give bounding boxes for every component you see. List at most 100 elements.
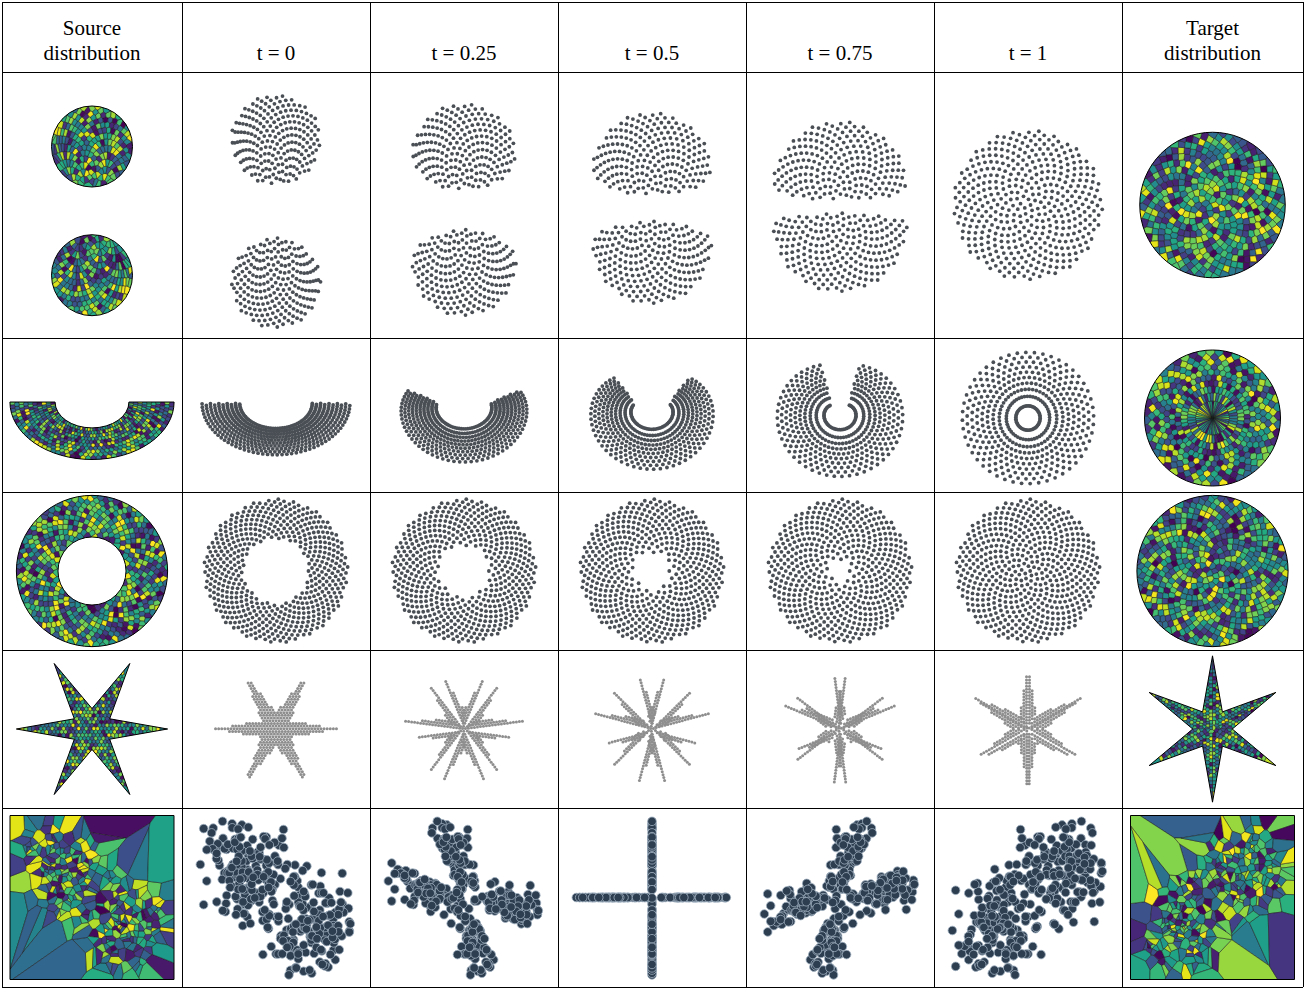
- particle: [284, 248, 288, 252]
- particle: [458, 147, 462, 151]
- particle: [287, 287, 291, 291]
- particle: [287, 312, 291, 316]
- particle: [608, 185, 612, 189]
- particle: [292, 307, 296, 311]
- particle: [298, 254, 302, 258]
- particle: [619, 164, 623, 168]
- particle: [258, 275, 262, 279]
- particle: [295, 316, 299, 320]
- particle: [458, 274, 462, 278]
- particle: [255, 258, 259, 262]
- particle: [495, 165, 499, 169]
- particle: [615, 248, 619, 252]
- particle: [270, 299, 274, 303]
- particle: [467, 145, 471, 149]
- particle: [420, 251, 424, 255]
- voronoi-cell: [111, 98, 121, 119]
- particle: [294, 133, 298, 137]
- particle: [278, 138, 282, 142]
- particle: [658, 224, 662, 228]
- particle: [417, 162, 421, 166]
- particle: [460, 238, 464, 242]
- particle: [644, 257, 648, 261]
- particle: [480, 270, 484, 274]
- particle: [442, 306, 446, 310]
- particle: [672, 253, 676, 257]
- particle: [255, 144, 259, 148]
- particle: [432, 293, 436, 297]
- voronoi-cell: [1277, 220, 1305, 278]
- voronoi-cell: [1234, 268, 1289, 365]
- particle: [614, 225, 618, 229]
- particle: [423, 257, 427, 261]
- particle: [466, 290, 470, 294]
- voronoi-cell: [1229, 169, 1236, 176]
- particle: [299, 318, 303, 322]
- particle: [290, 321, 294, 325]
- particle: [295, 301, 299, 305]
- particle: [629, 185, 633, 189]
- particle: [436, 289, 440, 293]
- particle: [468, 130, 472, 134]
- particle: [292, 299, 296, 303]
- particle: [502, 155, 506, 159]
- particle: [249, 263, 253, 267]
- particle: [616, 180, 620, 184]
- particle: [418, 243, 422, 247]
- voronoi-cell: [0, 73, 56, 144]
- particle: [468, 246, 472, 250]
- particle: [282, 135, 286, 139]
- particle: [449, 296, 453, 300]
- voronoi-cell: [1242, 243, 1248, 251]
- particle: [246, 286, 250, 290]
- particle: [481, 309, 485, 313]
- particle: [455, 152, 459, 156]
- particle: [673, 240, 677, 244]
- particle-snapshot: [591, 112, 713, 305]
- voronoi-cell: [128, 136, 252, 199]
- particle: [279, 146, 283, 150]
- particle: [436, 245, 440, 249]
- particle: [430, 273, 434, 277]
- particle: [656, 152, 660, 156]
- particle: [259, 243, 263, 247]
- particle: [247, 278, 251, 282]
- particle: [430, 287, 434, 291]
- particle: [288, 296, 292, 300]
- particle: [455, 295, 459, 299]
- particle: [460, 110, 464, 114]
- particle: [452, 240, 456, 244]
- particle: [503, 169, 507, 173]
- particle: [481, 141, 485, 145]
- voronoi-cell: [1277, 145, 1305, 191]
- particle: [268, 124, 272, 128]
- particle: [473, 297, 477, 301]
- particle: [415, 165, 419, 169]
- particle: [669, 177, 673, 181]
- particle: [275, 142, 279, 146]
- particle: [668, 265, 672, 269]
- particle: [317, 143, 321, 147]
- particle: [308, 145, 312, 149]
- particle: [500, 291, 504, 295]
- particle: [624, 229, 628, 233]
- voronoi-cell: [107, 178, 139, 211]
- particle: [682, 152, 686, 156]
- particle: [688, 248, 692, 252]
- particle: [251, 109, 255, 113]
- particle: [652, 266, 656, 270]
- particle: [635, 165, 639, 169]
- particle: [491, 252, 495, 256]
- particle: [274, 176, 278, 180]
- particle: [642, 224, 646, 228]
- particle: [653, 225, 657, 229]
- particle: [416, 133, 420, 137]
- particle: [276, 309, 280, 313]
- particle: [684, 225, 688, 229]
- particle: [298, 128, 302, 132]
- particle: [276, 276, 280, 280]
- particle: [255, 275, 259, 279]
- particle: [646, 184, 650, 188]
- particle: [233, 153, 237, 157]
- particle: [638, 221, 642, 225]
